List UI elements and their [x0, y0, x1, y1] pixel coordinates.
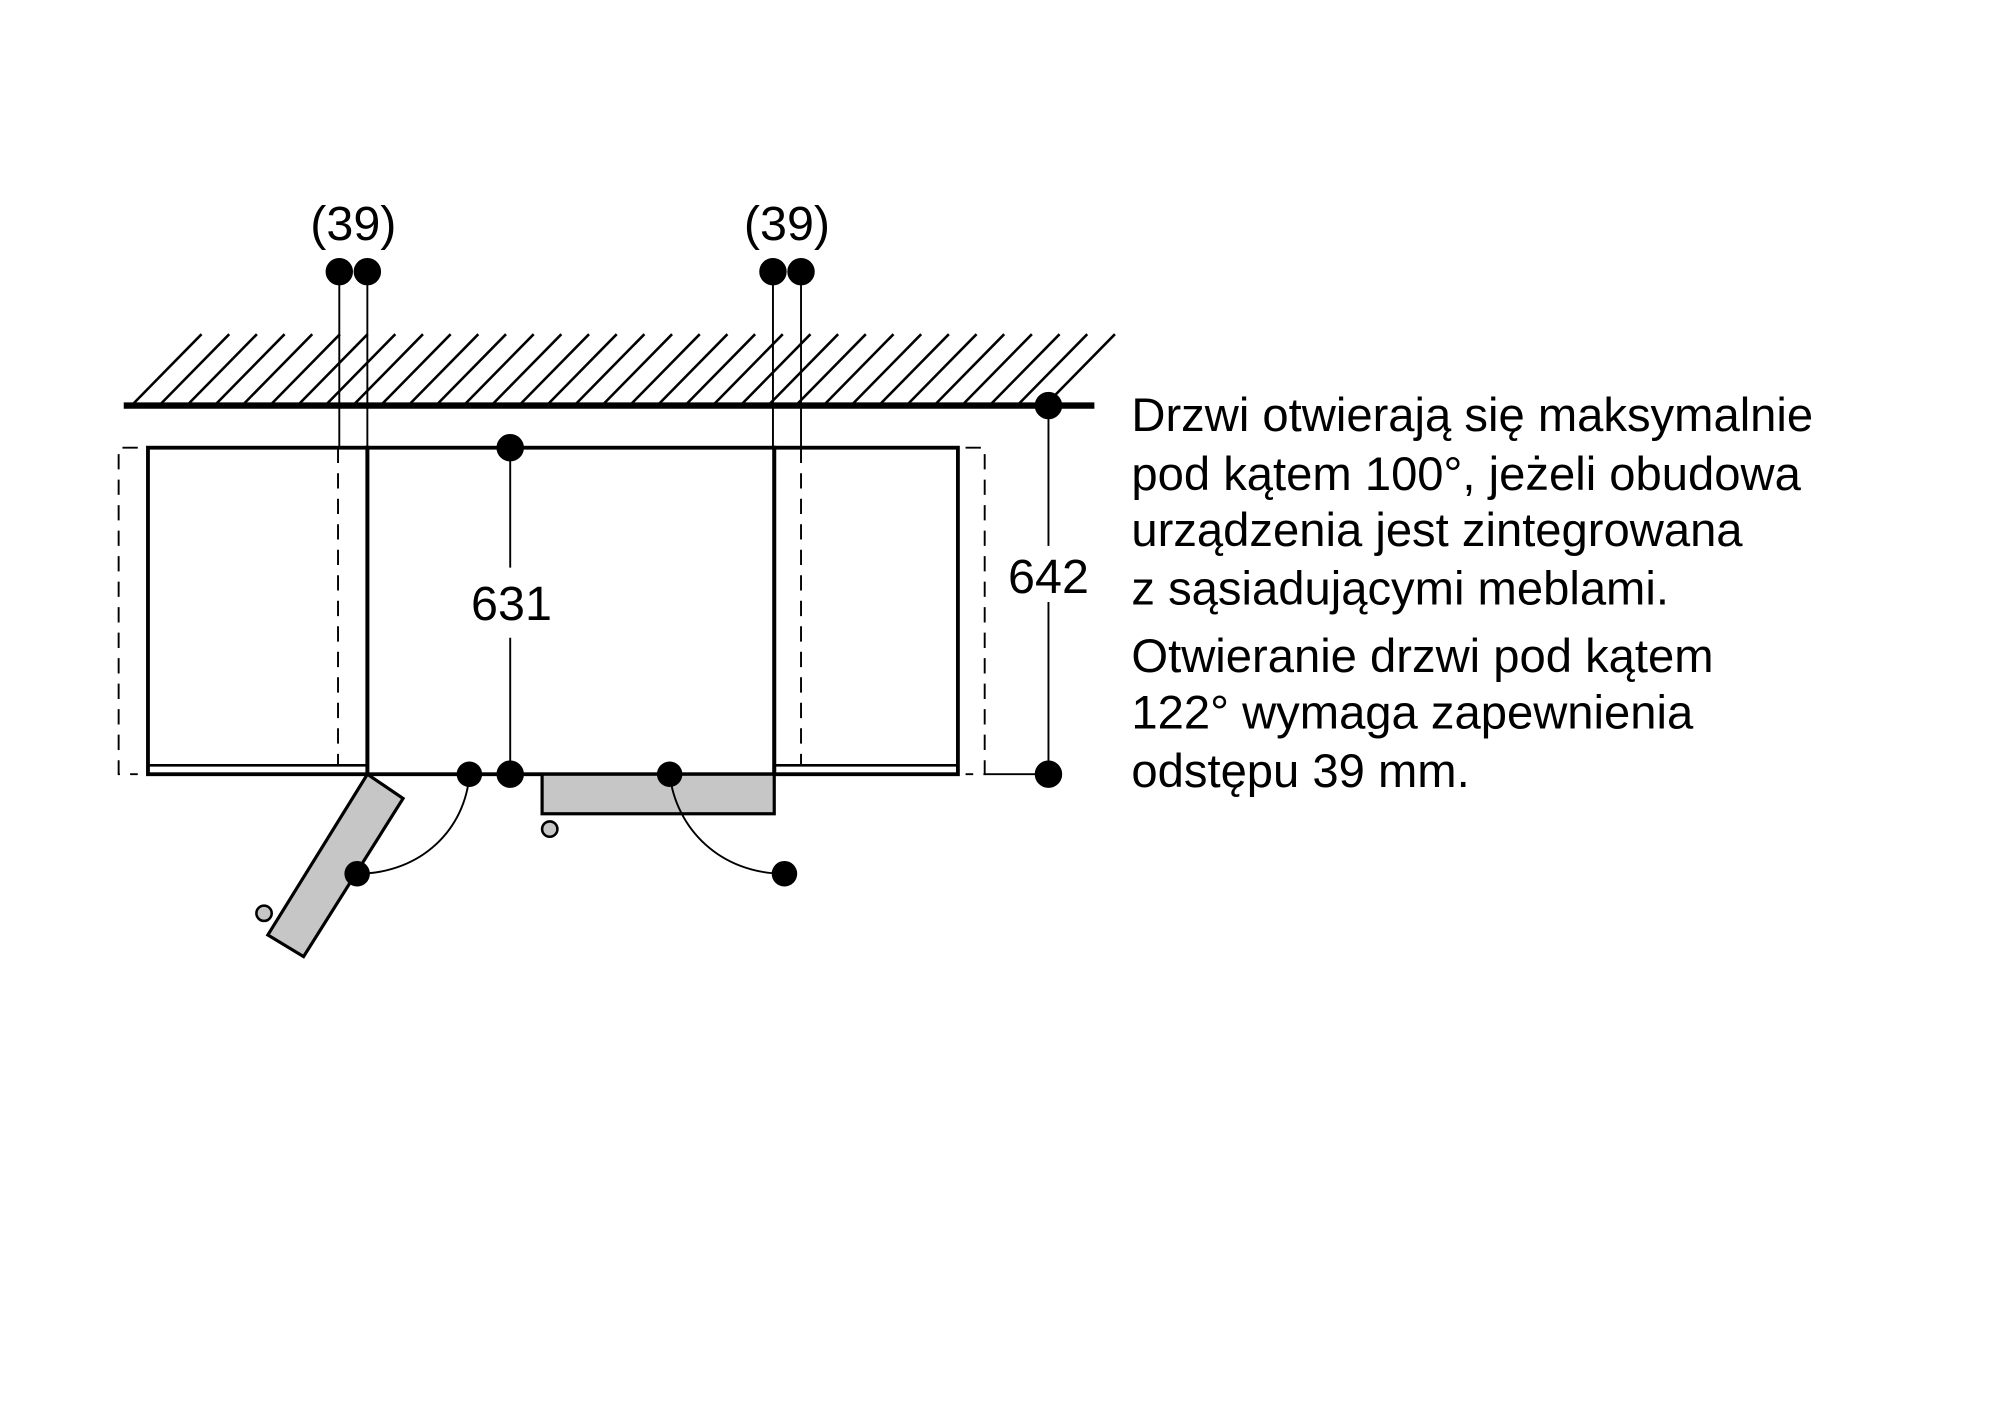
- hatch-line: [877, 333, 950, 407]
- hatch-line: [656, 333, 729, 407]
- note-line: z sąsiadującymi meblami.: [1131, 563, 1669, 616]
- note-line: pod kątem 100°, jeżeli obudowa: [1131, 448, 1801, 501]
- door-right: [540, 761, 798, 887]
- hatch-line: [767, 333, 840, 407]
- wall-hatching: [130, 333, 1116, 407]
- hatch-line: [1016, 333, 1089, 407]
- dashed-outlines: [117, 446, 986, 776]
- door-left-open: [255, 761, 483, 959]
- hatch-line: [711, 333, 784, 407]
- cabinet-outlines: [146, 445, 960, 777]
- hatch-line: [158, 333, 231, 407]
- dimension-631: [496, 433, 524, 788]
- hatch-line: [462, 333, 535, 407]
- note-line: odstępu 39 mm.: [1131, 745, 1469, 798]
- hatch-line: [517, 333, 590, 407]
- hatch-line: [407, 333, 480, 407]
- hatch-line: [490, 333, 563, 407]
- hatch-line: [933, 333, 1006, 407]
- note-line: Otwieranie drzwi pod kątem: [1131, 630, 1713, 683]
- hatch-line: [1043, 333, 1116, 407]
- installation-note: Drzwi otwierają się maksymalnie pod kąte…: [1131, 389, 1813, 798]
- hatch-line: [296, 333, 369, 407]
- hatch-line: [822, 333, 895, 407]
- clearance-markers: [325, 257, 815, 448]
- hatch-line: [601, 333, 673, 407]
- hatch-line: [268, 333, 341, 407]
- hatch-line: [850, 333, 923, 407]
- hatch-line: [739, 333, 812, 407]
- hatch-line: [351, 333, 424, 407]
- hatch-line: [324, 333, 397, 407]
- hatch-line: [379, 333, 452, 407]
- hatch-line: [905, 333, 978, 407]
- note-line: urządzenia jest zintegrowana: [1131, 504, 1743, 557]
- hatch-line: [988, 333, 1061, 407]
- hatch-line: [545, 333, 618, 407]
- hatch-line: [434, 333, 507, 407]
- hatch-line: [241, 333, 314, 407]
- depth-total-label: 642: [1008, 550, 1089, 604]
- hatch-line: [794, 333, 867, 407]
- hatch-line: [960, 333, 1033, 407]
- hatch-line: [628, 333, 701, 407]
- hatch-line: [130, 333, 203, 407]
- hatch-line: [185, 333, 258, 407]
- note-line: 122° wymaga zapewnienia: [1131, 686, 1694, 739]
- hatch-line: [684, 333, 757, 407]
- note-line: Drzwi otwierają się maksymalnie: [1131, 389, 1813, 442]
- depth-inner-label: 631: [471, 577, 552, 631]
- clearance-left-label: (39): [310, 197, 396, 251]
- hatch-line: [573, 333, 646, 407]
- hatch-line: [213, 333, 286, 407]
- clearance-right-label: (39): [744, 197, 830, 251]
